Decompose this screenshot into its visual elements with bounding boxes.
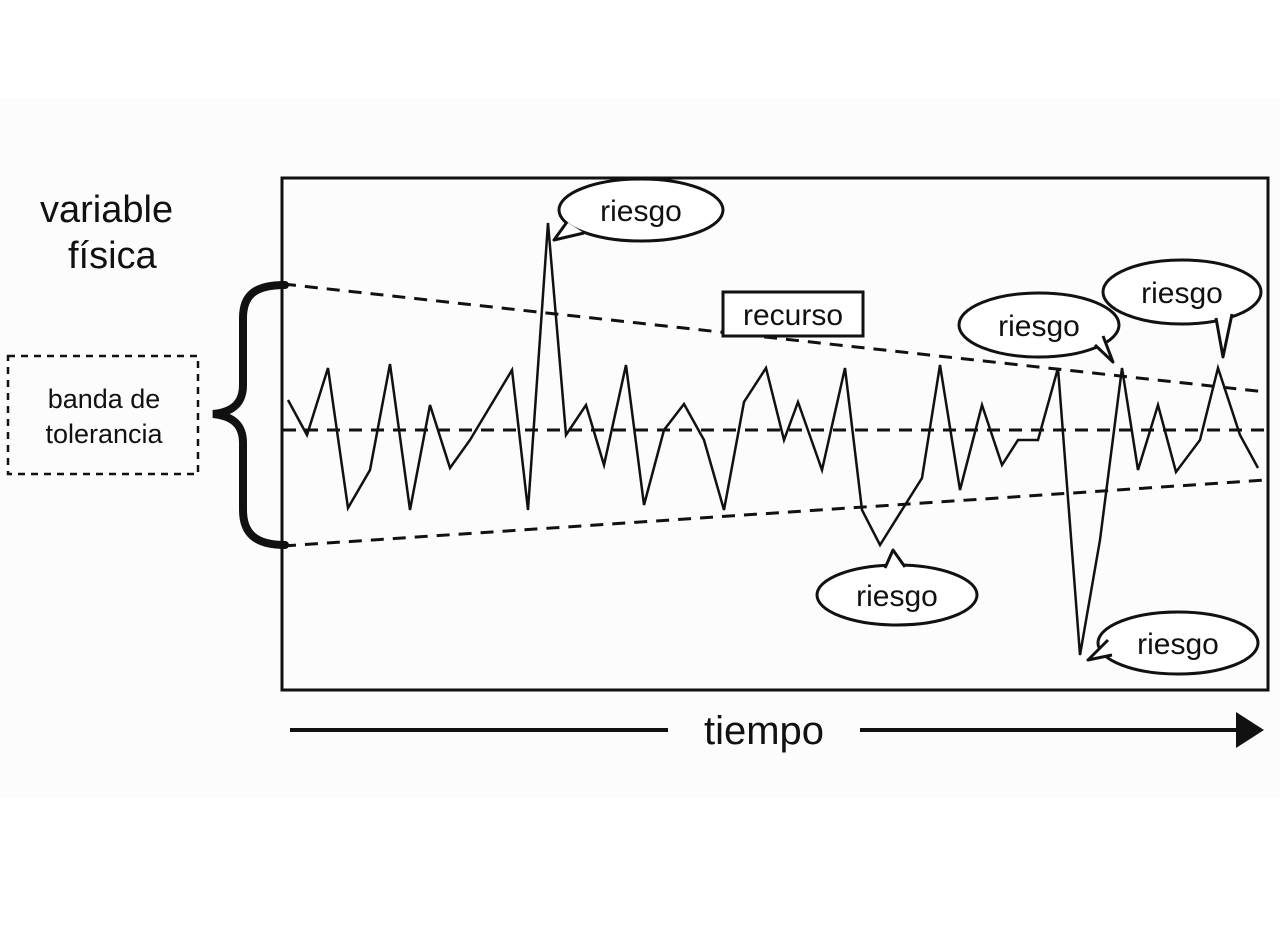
risk-label-4: riesgo [856, 580, 938, 613]
resource-label: recurso [743, 299, 843, 332]
physical-variable-trace [286, 222, 1260, 656]
band-label-line-2: tolerancia [45, 419, 163, 449]
y-axis-label-line-1: variable [40, 189, 173, 231]
risk-bubble-5-tail [1086, 638, 1113, 662]
risk-bubble-1 [557, 177, 725, 243]
risk-bubble-4-tail [883, 548, 907, 569]
tolerance-brace [212, 281, 289, 549]
risk-bubble-1-tail [552, 221, 585, 242]
risk-bubble-5 [1096, 610, 1260, 676]
risk-label-1: riesgo [600, 195, 682, 228]
resource-label-box [721, 290, 865, 338]
risk-bubble-2-tail [1093, 335, 1115, 364]
time-axis-label: tiempo [704, 709, 824, 753]
upper-tolerance-line [282, 282, 1267, 394]
band-label-box [6, 354, 200, 476]
risk-label-3: riesgo [1141, 277, 1223, 310]
time-arrow-head [1236, 712, 1264, 748]
risk-bubble-2 [957, 291, 1121, 359]
risk-bubble-3-tail [1214, 313, 1234, 359]
y-axis-label-line-2: física [68, 235, 158, 277]
plot-frame [280, 176, 1270, 692]
risk-bubble-3 [1101, 258, 1263, 326]
band-label-line-1: banda de [48, 384, 161, 414]
lower-tolerance-line [282, 478, 1267, 548]
risk-label-2: riesgo [998, 310, 1080, 343]
risk-label-5: riesgo [1137, 628, 1219, 661]
